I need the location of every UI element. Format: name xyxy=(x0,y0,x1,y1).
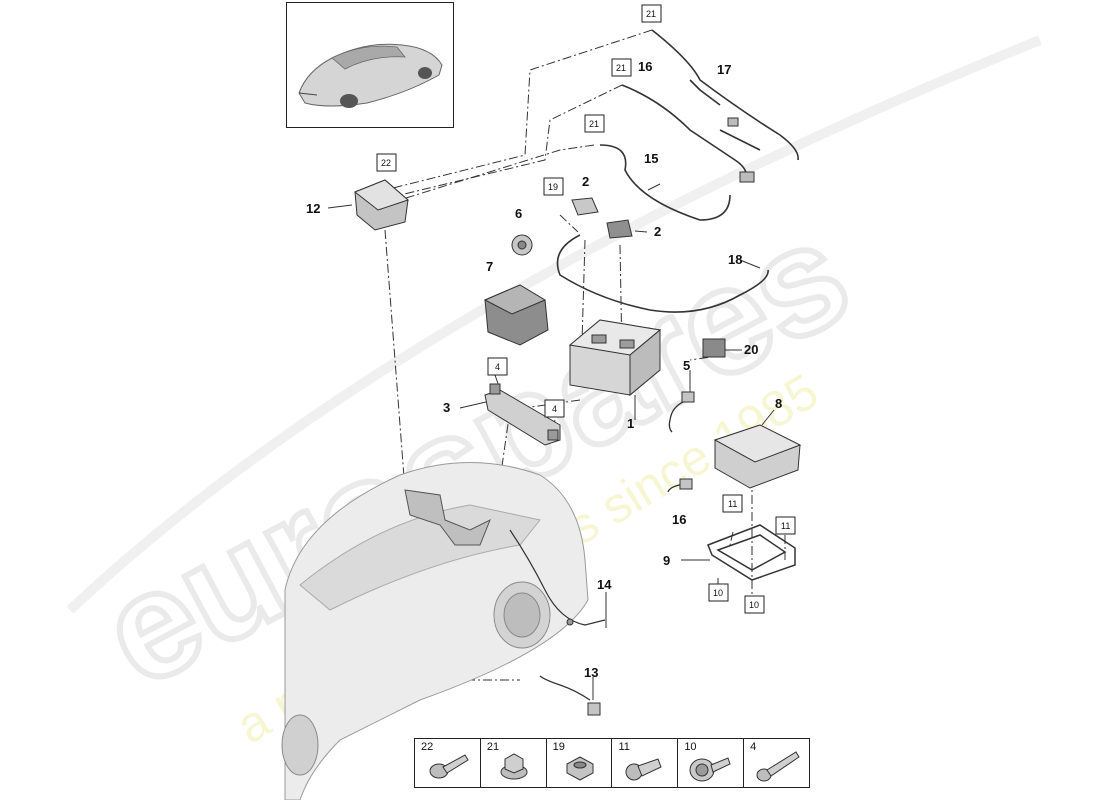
box-4-b xyxy=(544,399,565,418)
callout-5: 5 xyxy=(683,358,690,373)
watermark: euro spares a passion for parts since 19… xyxy=(66,35,1042,754)
legend-cell-21: 21 xyxy=(481,739,547,787)
callout-16-bottom: 16 xyxy=(672,512,686,527)
callout-7: 7 xyxy=(486,259,493,274)
box-10-b xyxy=(744,595,765,614)
callout-3: 3 xyxy=(443,400,450,415)
callout-20: 20 xyxy=(744,342,758,357)
battery-part xyxy=(568,319,662,397)
legend-label-10: 10 xyxy=(684,741,697,753)
callout-14: 14 xyxy=(597,577,612,592)
legend-cell-22: 22 xyxy=(415,739,481,787)
bracket-part xyxy=(484,383,561,446)
cable-parts xyxy=(556,29,799,313)
box-10-b-label: 10 xyxy=(749,600,759,610)
legend-label-22: 22 xyxy=(421,741,434,753)
box-21-c-label: 21 xyxy=(589,119,599,129)
sensor-lead-plugs xyxy=(587,391,695,716)
control-unit-part xyxy=(713,424,802,489)
box-11-a xyxy=(722,494,743,513)
box-4-a-label: 4 xyxy=(495,362,500,372)
cable-connectors xyxy=(702,117,755,358)
callout-ticks xyxy=(327,183,775,700)
callout-numbers: 1 2 2 3 5 6 7 8 9 12 13 14 15 16 16 17 1… xyxy=(306,59,782,680)
box-22 xyxy=(376,153,397,172)
box-11-b xyxy=(775,516,796,535)
box-10-a-label: 10 xyxy=(713,588,723,598)
box-22-label: 22 xyxy=(381,158,391,168)
fastener-legend: 22 21 19 11 10 4 xyxy=(414,738,810,788)
box-21-a-label: 21 xyxy=(646,9,656,19)
bolt-short-icon xyxy=(625,758,663,781)
callout-1: 1 xyxy=(627,416,634,431)
box-4-b-label: 4 xyxy=(552,404,557,414)
legend-cell-19: 19 xyxy=(547,739,613,787)
callout-15: 15 xyxy=(644,151,658,166)
mounting-frame-part xyxy=(707,524,796,581)
callout-16-top: 16 xyxy=(638,59,652,74)
legend-label-4: 4 xyxy=(750,741,757,753)
callout-2-side: 2 xyxy=(654,224,661,239)
box-21-b xyxy=(611,58,632,77)
callout-8: 8 xyxy=(775,396,782,411)
box-19 xyxy=(543,177,564,196)
bolt-long-icon xyxy=(756,751,800,782)
box-21-b-label: 21 xyxy=(616,63,626,73)
legend-label-11: 11 xyxy=(618,741,630,753)
terminal-cover-part xyxy=(571,197,633,239)
vehicle-thumbnail-icon xyxy=(298,43,443,108)
sensor-holder-parts xyxy=(483,234,549,346)
bolt-flange-icon xyxy=(429,754,469,779)
box-11-b-label: 11 xyxy=(781,521,790,531)
hex-nut-icon xyxy=(566,756,594,781)
callout-18: 18 xyxy=(728,252,742,267)
vehicle-illustration xyxy=(281,462,606,800)
watermark-swoosh xyxy=(66,35,1042,614)
legend-label-19: 19 xyxy=(552,741,565,753)
callout-6: 6 xyxy=(515,206,522,221)
callout-17: 17 xyxy=(717,62,731,77)
nut-flange-icon xyxy=(500,753,528,780)
callout-9: 9 xyxy=(663,553,670,568)
box-10-a xyxy=(708,583,729,602)
legend-label-21: 21 xyxy=(486,741,500,753)
legend-cell-10: 10 xyxy=(678,739,745,787)
callout-13: 13 xyxy=(584,665,598,680)
callout-2-top: 2 xyxy=(582,174,589,189)
vehicle-thumbnail xyxy=(286,2,454,128)
box-21-a xyxy=(641,4,662,23)
boxed-callouts: 21 21 21 22 19 4 4 11 11 10 10 xyxy=(376,4,796,614)
control-module-part xyxy=(354,179,409,231)
screw-washer-icon xyxy=(689,757,731,782)
box-21-c xyxy=(584,114,605,133)
legend-cell-4: 4 xyxy=(744,739,809,787)
box-4-a xyxy=(487,357,508,376)
box-19-label: 19 xyxy=(548,182,558,192)
box-11-a-label: 11 xyxy=(728,499,737,509)
legend-cell-11: 11 xyxy=(612,739,679,787)
callout-12: 12 xyxy=(306,201,320,216)
